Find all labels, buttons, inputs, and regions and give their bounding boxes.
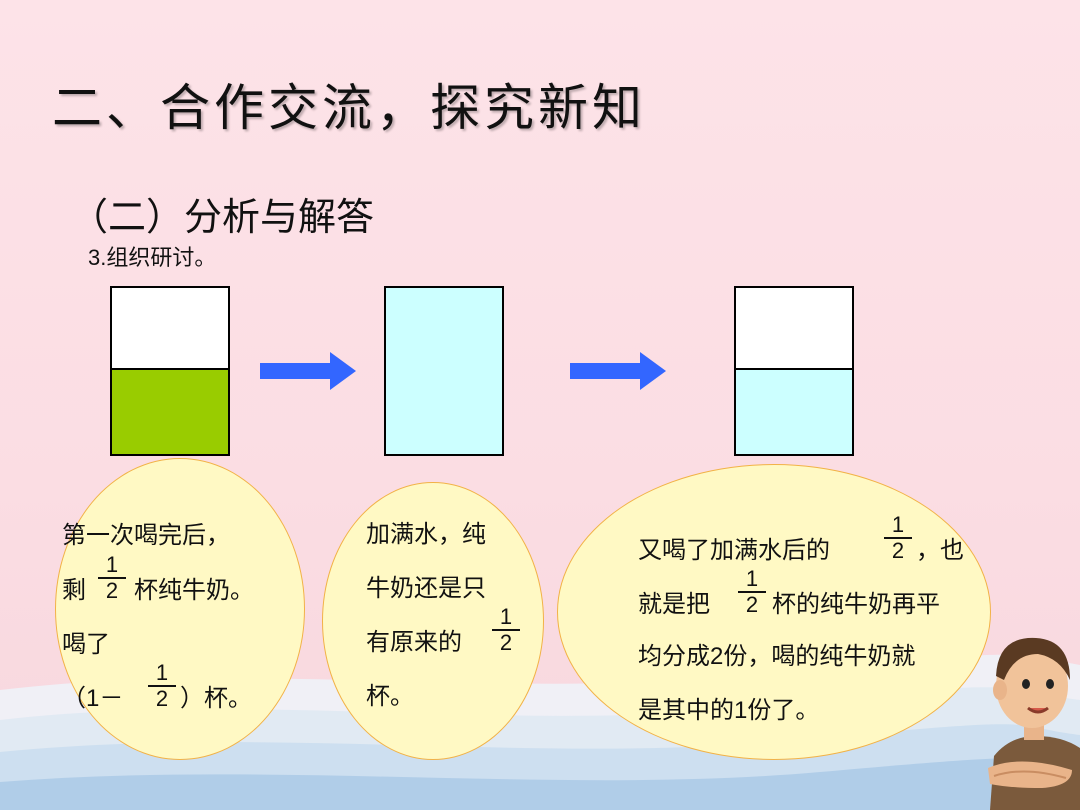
bubble1-line2-a: 剩 — [62, 576, 86, 604]
step-number: 3. — [88, 245, 107, 270]
bubble1-line2-b: 杯纯牛奶。 — [134, 576, 254, 604]
bubble3-line2-a: 就是把 — [638, 590, 710, 618]
bubble2-line4: 杯。 — [366, 682, 414, 710]
bubble1-line3: 喝了 — [62, 630, 110, 658]
bubble3-line1-a: 又喝了加满水后的 — [638, 536, 830, 564]
cup-full-water — [384, 286, 504, 456]
step-label: 3.组织研讨。 — [88, 240, 216, 272]
cup-milk-half — [110, 286, 230, 456]
speech-bubble-third — [557, 464, 991, 760]
bubble1-line1: 第一次喝完后， — [62, 521, 230, 549]
speech-bubble-first — [55, 458, 305, 760]
bubble3-line1-b: ，也 — [916, 536, 964, 564]
arrow-right-icon — [260, 352, 356, 390]
bubble2-line2: 牛奶还是只 — [366, 574, 486, 602]
boy-character-icon — [988, 637, 1080, 810]
section-subtitle: （二）分析与解答 — [70, 195, 375, 239]
bubble2-line1: 加满水，纯 — [366, 520, 486, 548]
step-text: 组织研讨。 — [106, 246, 217, 271]
page-title: 二、合作交流，探究新知 — [52, 79, 646, 137]
bubble2-line3: 有原来的 — [366, 628, 462, 656]
bubble1-line4-b: ）杯。 — [180, 684, 252, 712]
bubble3-line3: 均分成2份，喝的纯牛奶就 — [638, 642, 916, 670]
bubble1-line4: （1－ — [62, 684, 124, 712]
speech-bubble-second — [322, 482, 544, 760]
arrow-right-icon — [570, 352, 666, 390]
cup-half-water — [734, 286, 854, 456]
bubble3-line2-b: 杯的纯牛奶再平 — [772, 590, 940, 618]
bubble3-line4: 是其中的1份了。 — [638, 696, 820, 724]
